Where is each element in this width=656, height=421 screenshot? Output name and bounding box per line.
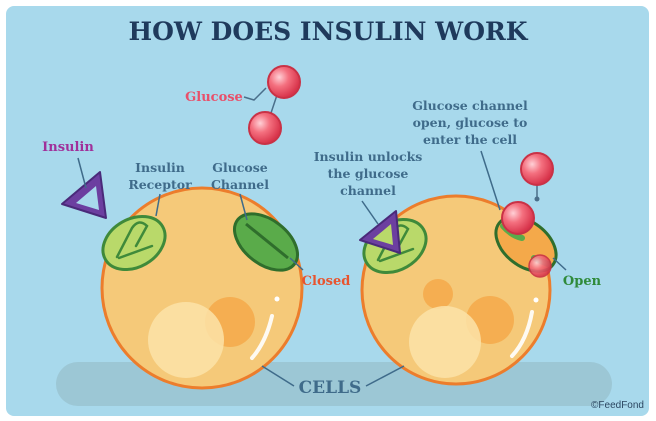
label-insulin-unlocks-3: channel	[340, 183, 396, 198]
credit-text: ©FeedFond	[591, 400, 644, 411]
glucose-channel-closed	[233, 212, 299, 272]
insulin-receptor-left	[101, 214, 167, 272]
label-open: Open	[563, 274, 602, 289]
cell-left-highlight-dot	[274, 296, 280, 302]
cell-right-glucose-inside	[423, 279, 453, 309]
label-glucose-channel-1: Glucose	[212, 160, 267, 175]
leader-open	[552, 257, 567, 271]
leader-glucose	[243, 87, 267, 101]
leader-glucose-channel	[239, 193, 248, 221]
leader-insulin	[77, 157, 87, 189]
label-closed: Closed	[302, 274, 351, 289]
label-glucose: Glucose	[185, 90, 243, 105]
leader-closed	[289, 257, 304, 271]
label-cells: CELLS	[299, 378, 362, 398]
leader-cells-left	[261, 365, 295, 387]
cell-left-highlight	[250, 314, 274, 360]
label-glucose-channel-2: Channel	[211, 177, 269, 192]
label-insulin-receptor-2: Receptor	[128, 177, 192, 192]
label-channel-open-1: Glucose channel	[412, 98, 528, 113]
label-channel-open-3: enter the cell	[423, 132, 517, 147]
insulin-icon	[61, 171, 107, 219]
cell-right-highlight-dot	[533, 297, 539, 303]
insulin-docked-icon	[359, 210, 401, 254]
glucose-molecule	[248, 65, 301, 145]
cell-right-highlight	[510, 310, 534, 358]
label-insulin-unlocks-2: the glucose	[328, 166, 409, 181]
leader-channel-open	[480, 150, 501, 211]
diagram-title: HOW DOES INSULIN WORK	[128, 17, 528, 46]
label-insulin: Insulin	[42, 140, 94, 155]
cell-left-vacuole	[148, 302, 224, 378]
leader-insulin-receptor	[155, 193, 161, 217]
label-insulin-unlocks-1: Insulin unlocks	[314, 149, 423, 164]
glucose-entering	[501, 152, 554, 235]
cell-right-vacuole	[409, 306, 481, 378]
label-channel-open-2: open, glucose to	[413, 115, 528, 130]
label-insulin-receptor-1: Insulin	[135, 160, 185, 175]
leader-insulin-unlocks	[361, 200, 379, 225]
leader-cells-right	[365, 365, 405, 387]
